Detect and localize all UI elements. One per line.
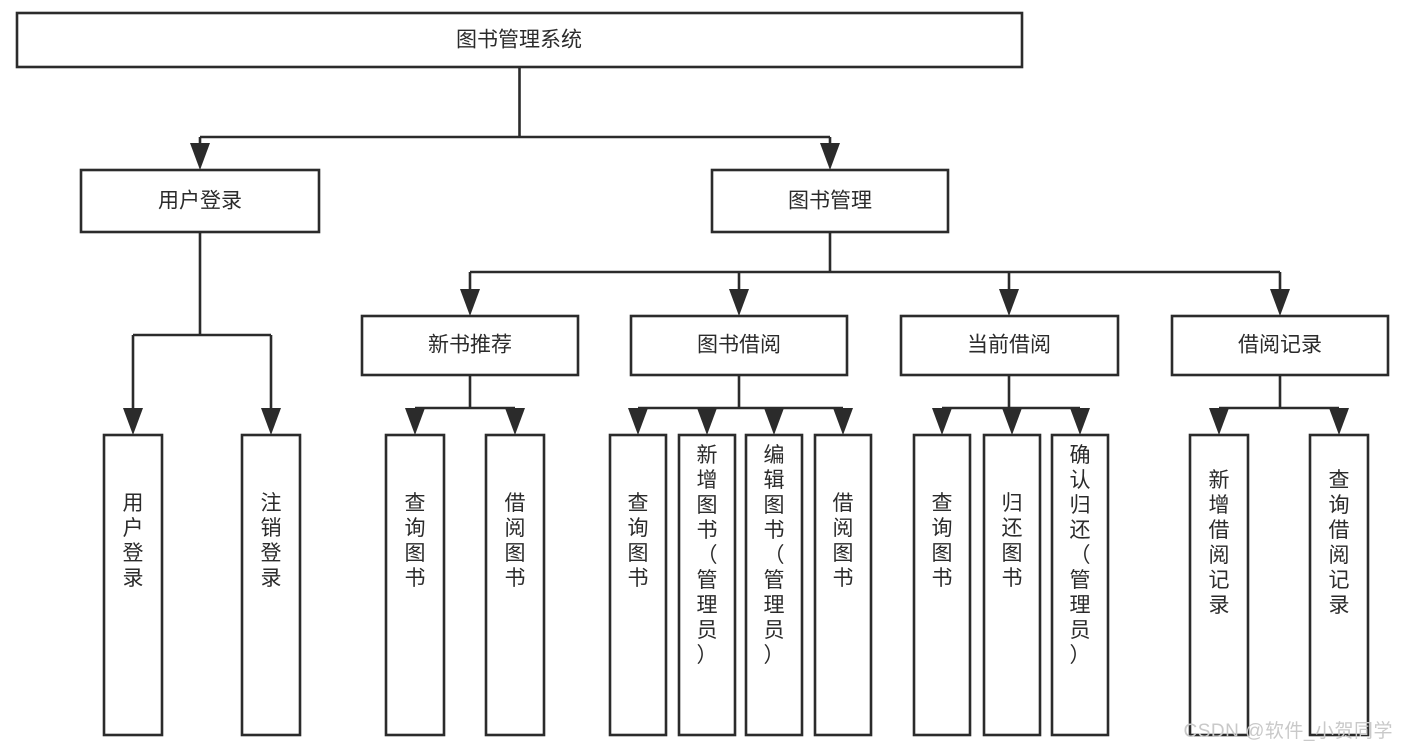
node-leaf-add-borrow-record-box[interactable] [1188, 433, 1250, 737]
node-leaf-query-book-borrow[interactable]: 查询图书 [608, 433, 668, 737]
node-book-borrow-box[interactable] [629, 314, 849, 377]
node-leaf-user-login-label: 用户登录 [123, 492, 144, 590]
node-leaf-confirm-return-admin-label: 确认归还（管理员） [1070, 444, 1091, 667]
connector-root-to-level2 [190, 67, 840, 170]
arrow-head-leaf-borrow-book [833, 408, 853, 435]
node-root[interactable]: 图书管理系统 [15, 11, 1024, 69]
node-leaf-query-book-current[interactable]: 查询图书 [912, 433, 972, 737]
node-book-manage-box[interactable] [710, 168, 950, 234]
node-leaf-borrow-book-rec[interactable]: 借阅图书 [484, 433, 546, 737]
node-leaf-query-book-rec-box[interactable] [384, 433, 446, 737]
node-leaf-logout[interactable]: 注销登录 [240, 433, 302, 737]
arrow-head-leaf-logout [261, 408, 281, 435]
node-user-login-box[interactable] [79, 168, 321, 234]
node-leaf-logout-label: 注销登录 [261, 492, 282, 590]
connector-layer [123, 67, 1349, 435]
node-leaf-query-book-rec-label: 查询图书 [405, 492, 426, 590]
node-current-borrow-label: 当前借阅 [967, 334, 1051, 357]
node-new-book-recommend-label: 新书推荐 [428, 334, 512, 357]
node-leaf-borrow-book-box[interactable] [813, 433, 873, 737]
node-new-book-recommend-box[interactable] [360, 314, 580, 377]
node-leaf-query-book-current-box[interactable] [912, 433, 972, 737]
node-leaf-edit-book-admin[interactable]: 编辑图书（管理员） [744, 433, 804, 737]
node-leaf-edit-book-admin-label: 编辑图书（管理员） [764, 444, 785, 667]
node-leaf-add-book-admin-box[interactable] [677, 433, 737, 737]
node-leaf-query-book-borrow-label: 查询图书 [628, 492, 649, 590]
node-leaf-return-book-label: 归还图书 [1002, 492, 1023, 590]
node-leaf-user-login-box[interactable] [102, 433, 164, 737]
node-leaf-confirm-return-admin-box[interactable] [1050, 433, 1110, 737]
node-leaf-add-borrow-record[interactable]: 新增借阅记录 [1188, 433, 1250, 737]
node-book-manage-label: 图书管理 [788, 190, 872, 213]
arrow-head-leaf-query-book-borrow [628, 408, 648, 435]
node-leaf-borrow-book-rec-box[interactable] [484, 433, 546, 737]
node-leaf-add-book-admin-label: 新增图书（管理员） [697, 444, 718, 667]
node-leaf-borrow-book[interactable]: 借阅图书 [813, 433, 873, 737]
node-borrow-record-box[interactable] [1170, 314, 1390, 377]
node-book-borrow[interactable]: 图书借阅 [629, 314, 849, 377]
node-user-login[interactable]: 用户登录 [79, 168, 321, 234]
node-leaf-query-borrow-record[interactable]: 查询借阅记录 [1308, 433, 1370, 737]
node-leaf-confirm-return-admin[interactable]: 确认归还（管理员） [1050, 433, 1110, 737]
node-root-box[interactable] [15, 11, 1024, 69]
node-book-manage[interactable]: 图书管理 [710, 168, 950, 234]
connector-book-borrow-to-leaves [628, 375, 853, 435]
arrow-head-current-borrow [999, 289, 1019, 316]
node-leaf-logout-box[interactable] [240, 433, 302, 737]
node-leaf-query-book-rec[interactable]: 查询图书 [384, 433, 446, 737]
node-leaf-query-borrow-record-label: 查询借阅记录 [1329, 469, 1350, 617]
arrow-head-book-manage [820, 143, 840, 170]
node-leaf-query-borrow-record-box[interactable] [1308, 433, 1370, 737]
node-leaf-borrow-book-label: 借阅图书 [833, 492, 854, 590]
arrow-head-leaf-query-book-rec [405, 408, 425, 435]
node-borrow-record[interactable]: 借阅记录 [1170, 314, 1390, 377]
arrow-head-leaf-edit-book [764, 408, 784, 435]
arrow-head-leaf-confirm-return [1070, 408, 1090, 435]
node-new-book-recommend[interactable]: 新书推荐 [360, 314, 580, 377]
connector-new-book-recommend-to-leaves [405, 375, 525, 435]
connector-current-borrow-to-leaves [932, 375, 1090, 435]
node-current-borrow-box[interactable] [899, 314, 1120, 377]
arrow-head-leaf-return-book [1002, 408, 1022, 435]
node-user-login-label: 用户登录 [158, 190, 242, 213]
arrow-head-user-login [190, 143, 210, 170]
arrow-head-new-book-recommend [460, 289, 480, 316]
node-borrow-record-label: 借阅记录 [1238, 334, 1322, 357]
arrow-head-borrow-record [1270, 289, 1290, 316]
connector-book-manage-to-level3 [460, 232, 1290, 316]
node-leaf-edit-book-admin-box[interactable] [744, 433, 804, 737]
node-leaf-return-book-box[interactable] [982, 433, 1042, 737]
arrow-head-leaf-add-book [697, 408, 717, 435]
node-leaf-borrow-book-rec-label: 借阅图书 [505, 492, 526, 590]
node-leaf-user-login[interactable]: 用户登录 [102, 433, 164, 737]
node-current-borrow[interactable]: 当前借阅 [899, 314, 1120, 377]
node-leaf-add-book-admin[interactable]: 新增图书（管理员） [677, 433, 737, 737]
node-leaf-query-book-borrow-box[interactable] [608, 433, 668, 737]
connector-borrow-record-to-leaves [1209, 375, 1349, 435]
node-root-label: 图书管理系统 [456, 29, 582, 52]
node-leaf-query-book-current-label: 查询图书 [932, 492, 953, 590]
arrow-head-leaf-borrow-book-rec [505, 408, 525, 435]
arrow-head-leaf-add-borrow-record [1209, 408, 1229, 435]
node-leaf-return-book[interactable]: 归还图书 [982, 433, 1042, 737]
arrow-head-leaf-query-book-current [932, 408, 952, 435]
node-leaf-add-borrow-record-label: 新增借阅记录 [1209, 469, 1230, 617]
connector-user-login-to-leaves [123, 232, 281, 435]
arrow-head-leaf-query-borrow-record [1329, 408, 1349, 435]
node-book-borrow-label: 图书借阅 [697, 334, 781, 357]
arrow-head-leaf-user-login [123, 408, 143, 435]
arrow-head-book-borrow [729, 289, 749, 316]
